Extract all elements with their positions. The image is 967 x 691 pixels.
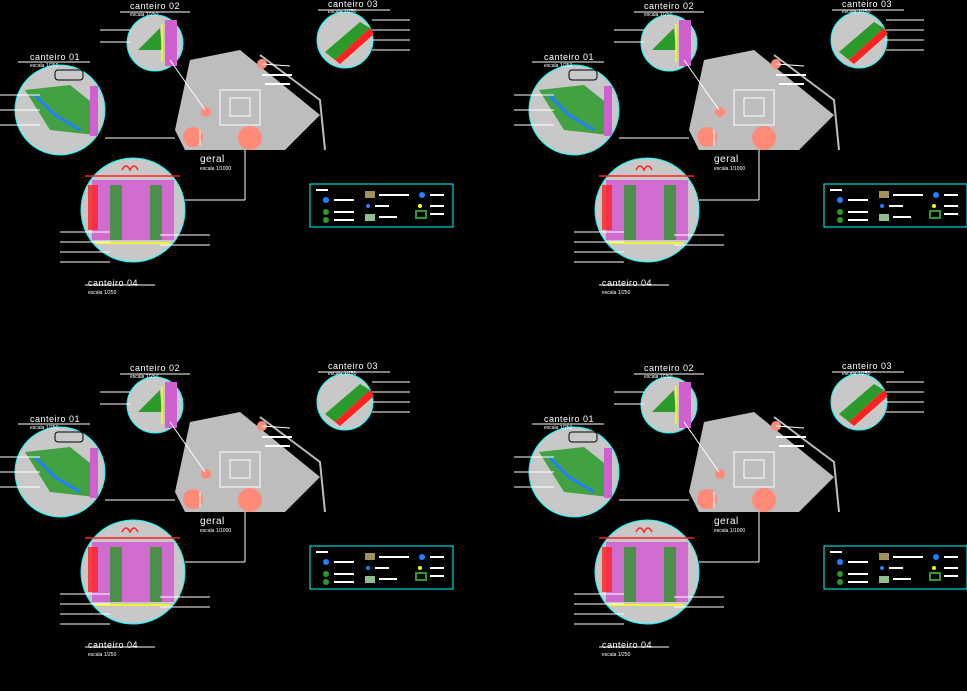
detail-canteiro-02 <box>100 11 206 111</box>
label-canteiro-01: canteiro 01 <box>544 414 595 424</box>
label-canteiro-02: canteiro 02 <box>130 363 181 373</box>
detail-canteiro-01 <box>514 423 689 518</box>
scale-geral: escala 1/1000 <box>200 166 232 172</box>
scale-canteiro-01: escala 1/250 <box>544 425 573 431</box>
scale-canteiro-02: escala 1/250 <box>130 12 159 18</box>
detail-canteiro-03 <box>775 9 924 69</box>
scale-canteiro-02: escala 1/250 <box>644 374 673 380</box>
detail-canteiro-02 <box>614 373 720 473</box>
detail-canteiro-04 <box>574 512 760 648</box>
scale-geral: escala 1/1000 <box>200 528 232 534</box>
sheet-drawing <box>514 371 967 648</box>
site-plan <box>175 50 326 151</box>
legend-box <box>309 545 454 590</box>
label-canteiro-01: canteiro 01 <box>544 52 595 62</box>
label-canteiro-03: canteiro 03 <box>328 0 379 9</box>
scale-canteiro-03: escala 1/250 <box>328 9 357 15</box>
scale-geral: escala 1/1000 <box>714 166 746 172</box>
drawing-sheet-3: canteiro 01 escala 1/250 canteiro 02 esc… <box>0 361 483 691</box>
legend-box <box>823 545 967 590</box>
label-canteiro-03: canteiro 03 <box>842 0 893 9</box>
detail-canteiro-04 <box>60 512 246 648</box>
detail-canteiro-01 <box>0 61 175 156</box>
scale-canteiro-04: escala 1/250 <box>602 652 631 658</box>
label-geral: geral <box>714 154 739 165</box>
label-canteiro-02: canteiro 02 <box>130 1 181 11</box>
label-canteiro-01: canteiro 01 <box>30 414 81 424</box>
detail-canteiro-01 <box>514 61 689 156</box>
drawing-sheet-4: canteiro 01 escala 1/250 canteiro 02 esc… <box>514 361 967 691</box>
detail-canteiro-02 <box>614 11 720 111</box>
legend-box <box>309 183 454 228</box>
scale-canteiro-02: escala 1/250 <box>130 374 159 380</box>
detail-canteiro-04 <box>60 150 246 286</box>
sheet-drawing <box>0 371 454 648</box>
drawing-sheet-2: canteiro 01 escala 1/250 canteiro 02 esc… <box>514 0 967 329</box>
scale-canteiro-01: escala 1/250 <box>544 63 573 69</box>
scale-canteiro-03: escala 1/250 <box>842 371 871 377</box>
scale-canteiro-03: escala 1/250 <box>842 9 871 15</box>
drawing-sheet-1: canteiro 01 escala 1/250 canteiro 02 esc… <box>0 0 483 329</box>
label-canteiro-04: canteiro 04 <box>88 278 139 288</box>
detail-canteiro-01 <box>0 423 175 518</box>
label-geral: geral <box>200 516 225 527</box>
label-canteiro-02: canteiro 02 <box>644 1 695 11</box>
site-plan <box>175 412 326 513</box>
legend-box <box>823 183 967 228</box>
site-plan <box>689 412 840 513</box>
label-canteiro-01: canteiro 01 <box>30 52 81 62</box>
detail-canteiro-03 <box>261 9 410 69</box>
label-canteiro-02: canteiro 02 <box>644 363 695 373</box>
scale-canteiro-02: escala 1/250 <box>644 12 673 18</box>
scale-canteiro-04: escala 1/250 <box>602 290 631 296</box>
label-canteiro-03: canteiro 03 <box>328 361 379 371</box>
scale-canteiro-04: escala 1/250 <box>88 290 117 296</box>
label-canteiro-03: canteiro 03 <box>842 361 893 371</box>
sheet-drawing <box>514 9 967 286</box>
detail-canteiro-03 <box>261 371 410 431</box>
label-geral: geral <box>714 516 739 527</box>
label-geral: geral <box>200 154 225 165</box>
label-canteiro-04: canteiro 04 <box>602 640 653 650</box>
scale-geral: escala 1/1000 <box>714 528 746 534</box>
scale-canteiro-01: escala 1/250 <box>30 63 59 69</box>
detail-canteiro-04 <box>574 150 760 286</box>
site-plan <box>689 50 840 151</box>
scale-canteiro-03: escala 1/250 <box>328 371 357 377</box>
label-canteiro-04: canteiro 04 <box>602 278 653 288</box>
scale-canteiro-04: escala 1/250 <box>88 652 117 658</box>
sheet-drawing <box>0 9 454 286</box>
scale-canteiro-01: escala 1/250 <box>30 425 59 431</box>
detail-canteiro-02 <box>100 373 206 473</box>
label-canteiro-04: canteiro 04 <box>88 640 139 650</box>
detail-canteiro-03 <box>775 371 924 431</box>
